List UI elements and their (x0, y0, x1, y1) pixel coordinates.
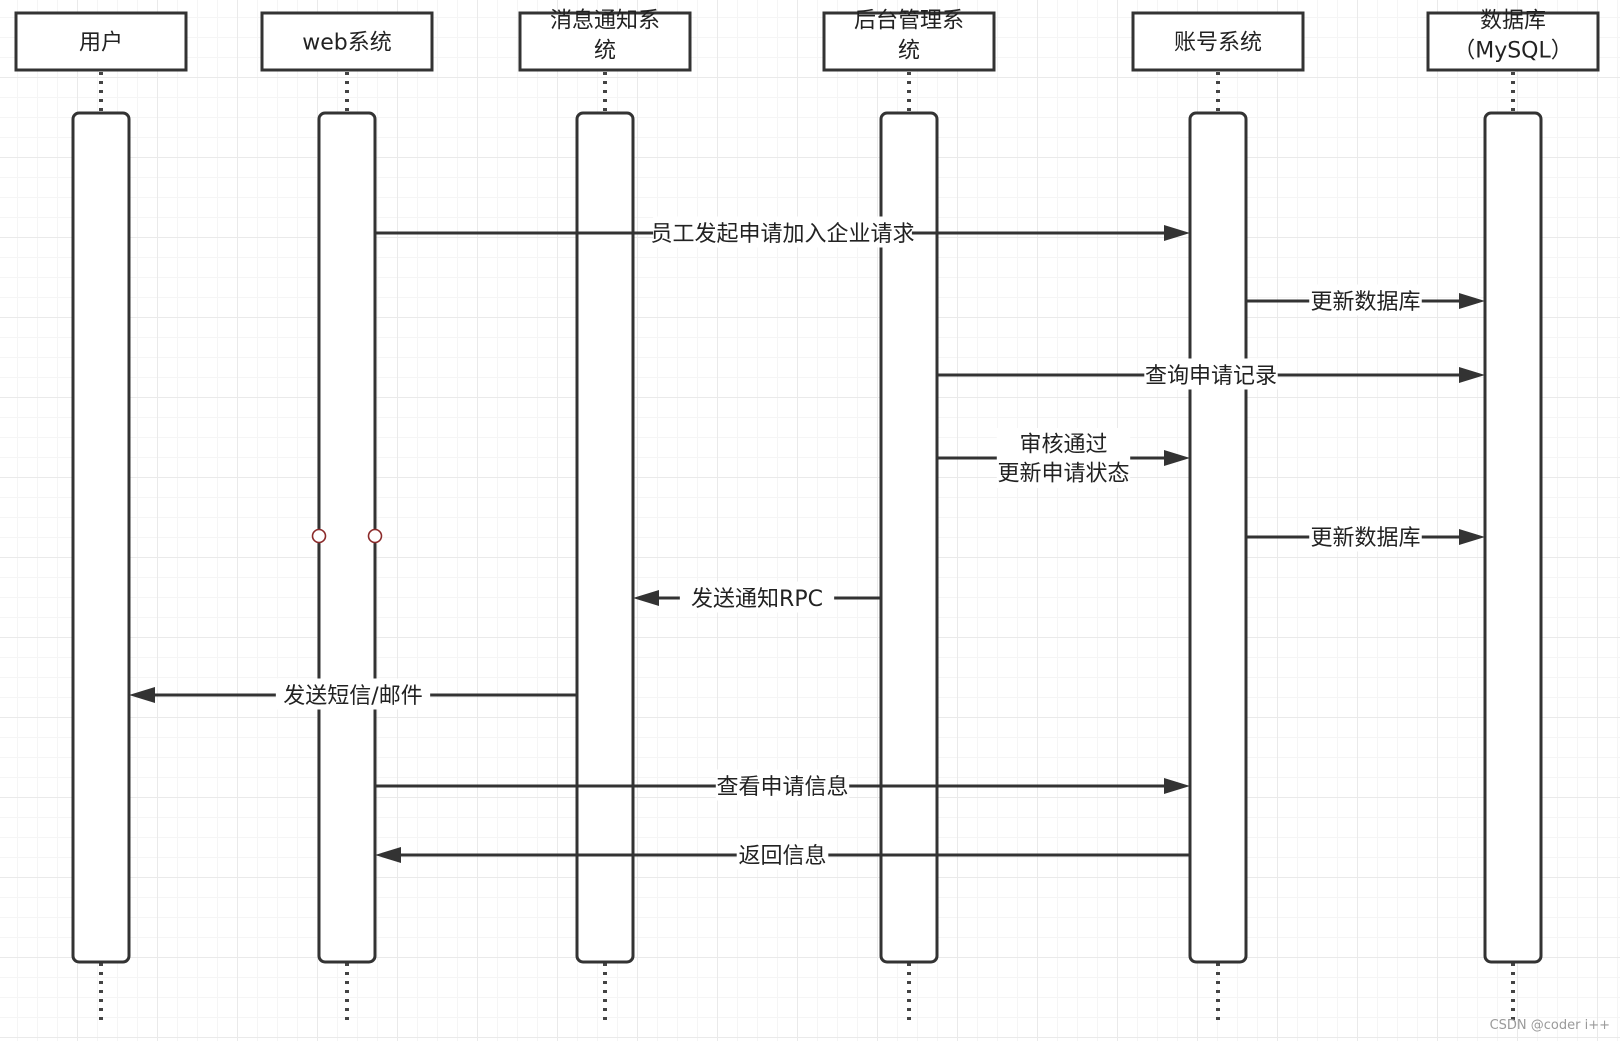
resize-handle-left[interactable] (311, 528, 327, 544)
actor-label-admin: 统 (898, 39, 920, 64)
actor-box-notify[interactable] (518, 11, 692, 72)
message-label: 查询申请记录 (1145, 364, 1277, 389)
message-9[interactable]: 返回信息 (375, 838, 1190, 870)
message-label: 发送通知RPC (691, 587, 823, 612)
actor-label-notify: 统 (594, 39, 616, 64)
message-label: 返回信息 (738, 844, 826, 869)
actor-user[interactable]: 用户 (14, 11, 188, 72)
activation-bar-admin[interactable] (879, 111, 939, 964)
actor-label-web: web系统 (302, 31, 392, 56)
actor-label-account: 账号系统 (1174, 31, 1262, 56)
message-label: 更新数据库 (1310, 290, 1420, 315)
message-label-background (275, 678, 431, 710)
arrowhead-icon (1164, 450, 1190, 466)
message-label: 更新申请状态 (997, 462, 1129, 487)
activation-bar-db[interactable] (1483, 111, 1543, 964)
message-label-background (653, 216, 912, 248)
message-label-background (736, 838, 829, 870)
actor-label-notify: 消息通知系 (550, 9, 660, 34)
activation-bar-web[interactable] (317, 111, 377, 964)
arrowhead-icon (1459, 293, 1485, 309)
actor-box-db[interactable] (1426, 11, 1600, 72)
actor-label-user: 用户 (79, 31, 123, 56)
message-label: 查看申请信息 (716, 775, 848, 800)
resize-handle-right[interactable] (367, 528, 383, 544)
arrowhead-icon (1164, 778, 1190, 794)
activation-bar-user[interactable] (71, 111, 131, 964)
actor-box-web[interactable] (260, 11, 434, 72)
message-8[interactable]: 查看申请信息 (375, 769, 1190, 801)
actor-label-db: 数据库 (1480, 9, 1546, 34)
arrowhead-icon (129, 687, 155, 703)
message-label: 员工发起申请加入企业请求 (650, 222, 914, 247)
activation-bar-account[interactable] (1188, 111, 1248, 964)
message-label-background (996, 428, 1131, 488)
message-label-background (1309, 520, 1422, 552)
message-2[interactable]: 更新数据库 (1246, 284, 1485, 316)
actor-box-user[interactable] (14, 11, 188, 72)
actor-box-admin[interactable] (822, 11, 996, 72)
message-label: 审核通过 (1019, 433, 1107, 458)
message-label: 更新数据库 (1310, 526, 1420, 551)
arrowhead-icon (1164, 225, 1190, 241)
message-5[interactable]: 更新数据库 (1246, 520, 1485, 552)
message-1[interactable]: 员工发起申请加入企业请求 (375, 216, 1190, 248)
arrowhead-icon (1459, 529, 1485, 545)
message-3[interactable]: 查询申请记录 (937, 358, 1485, 390)
message-7[interactable]: 发送短信/邮件 (129, 678, 577, 710)
message-label: 发送短信/邮件 (283, 684, 422, 709)
arrowhead-icon (1459, 367, 1485, 383)
activation-bar-notify[interactable] (575, 111, 635, 964)
arrowhead-icon (375, 847, 401, 863)
actor-label-db: （MySQL） (1453, 39, 1573, 64)
actor-web[interactable]: web系统 (260, 11, 434, 72)
actor-db[interactable]: 数据库 （MySQL） (1426, 9, 1600, 72)
message-label-background (679, 581, 835, 613)
actor-box-account[interactable] (1131, 11, 1305, 72)
watermark: CSDN @coder i++ (1489, 1018, 1610, 1033)
message-6[interactable]: 发送通知RPC (633, 581, 881, 613)
message-label-background (1144, 358, 1278, 390)
message-label-background (715, 769, 850, 801)
message-label-background (1309, 284, 1422, 316)
arrowhead-icon (633, 590, 659, 606)
actor-label-admin: 后台管理系 (854, 9, 964, 34)
actor-account[interactable]: 账号系统 (1131, 11, 1305, 72)
